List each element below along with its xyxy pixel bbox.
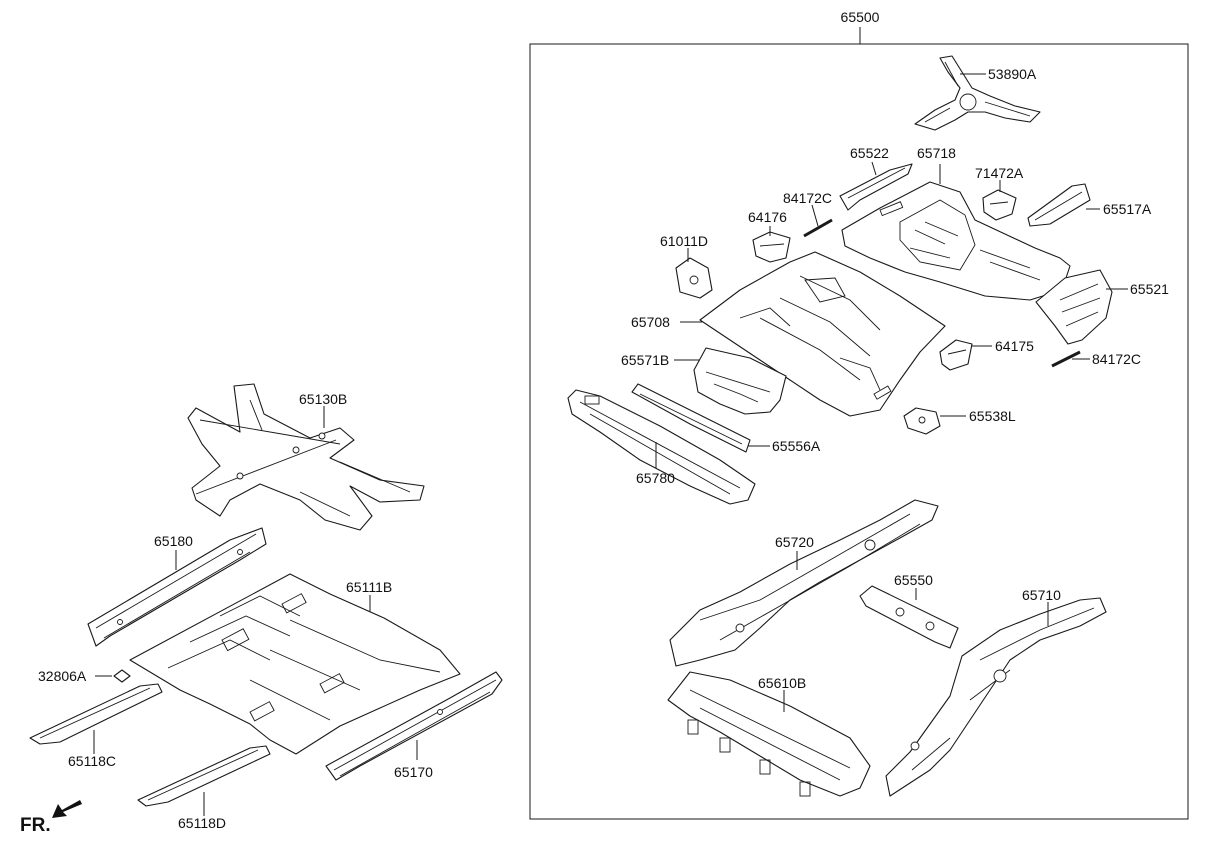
part-61011D[interactable]: 61011D	[660, 233, 713, 299]
part-label-71472A: 71472A	[975, 165, 1024, 181]
part-65708[interactable]: 65708	[631, 251, 946, 417]
part-label-65180: 65180	[154, 533, 193, 549]
part-65556A[interactable]: 65556A	[631, 383, 821, 454]
part-label-64176: 64176	[748, 209, 787, 225]
part-65130B[interactable]: 65130B	[187, 383, 425, 531]
part-65780[interactable]: 65780	[567, 389, 756, 505]
part-label-65720: 65720	[775, 534, 814, 550]
part-label-65710: 65710	[1022, 587, 1061, 603]
part-71472A[interactable]: 71472A	[975, 165, 1024, 221]
part-label-65718: 65718	[917, 145, 956, 161]
part-65170[interactable]: 65170	[325, 671, 503, 781]
part-65118C[interactable]: 65118C	[29, 683, 163, 769]
part-label-61011D: 61011D	[660, 233, 708, 249]
part-label-65517A: 65517A	[1103, 201, 1152, 217]
group-label: 65500	[841, 9, 880, 25]
part-53890A[interactable]: 53890A	[914, 55, 1041, 131]
part-65720[interactable]: 65720	[669, 499, 939, 667]
part-label-65556A: 65556A	[772, 438, 821, 454]
part-32806A[interactable]: 32806A	[38, 668, 131, 684]
part-label-65571B: 65571B	[621, 352, 669, 368]
part-65710[interactable]: 65710	[885, 587, 1107, 797]
part-64175[interactable]: 64175	[939, 338, 1034, 371]
front-direction-indicator: FR.	[20, 800, 82, 836]
part-65180[interactable]: 65180	[87, 527, 267, 647]
part-label-65521: 65521	[1130, 281, 1169, 297]
group-65500: 65500	[529, 9, 1189, 820]
part-65610B[interactable]: 65610B	[667, 671, 871, 797]
part-84172C-lower[interactable]: 84172C	[1051, 350, 1141, 368]
part-65118D[interactable]: 65118D	[137, 745, 271, 831]
part-label-65708: 65708	[631, 314, 670, 330]
part-label-65610B: 65610B	[758, 675, 806, 691]
part-65571B[interactable]: 65571B	[621, 347, 787, 415]
part-label-65170: 65170	[394, 764, 433, 780]
front-arrow-icon	[52, 800, 82, 818]
part-label-65130B: 65130B	[299, 391, 347, 407]
part-84172C-upper[interactable]: 84172C	[783, 190, 833, 238]
part-65550[interactable]: 65550	[859, 572, 959, 649]
part-label-84172C-lower: 84172C	[1092, 351, 1141, 367]
part-label-65538L: 65538L	[969, 408, 1016, 424]
group-box	[529, 43, 1189, 820]
part-label-53890A: 53890A	[988, 66, 1037, 82]
front-label: FR.	[20, 815, 51, 836]
part-64176[interactable]: 64176	[748, 209, 791, 263]
part-65522[interactable]: 65522	[839, 145, 913, 211]
part-label-64175: 64175	[995, 338, 1034, 354]
part-label-65780: 65780	[636, 470, 675, 486]
part-label-65111B: 65111B	[346, 579, 392, 595]
part-label-32806A: 32806A	[38, 668, 87, 684]
part-label-65118D: 65118D	[178, 815, 226, 831]
part-65521[interactable]: 65521	[1035, 269, 1169, 345]
part-label-65550: 65550	[894, 572, 933, 588]
part-label-84172C-upper: 84172C	[783, 190, 832, 206]
part-65517A[interactable]: 65517A	[1027, 183, 1152, 227]
part-65538L[interactable]: 65538L	[903, 407, 1016, 435]
part-65111B[interactable]: 65111B	[129, 573, 461, 755]
part-label-65118C: 65118C	[68, 753, 116, 769]
part-label-65522: 65522	[850, 145, 889, 161]
